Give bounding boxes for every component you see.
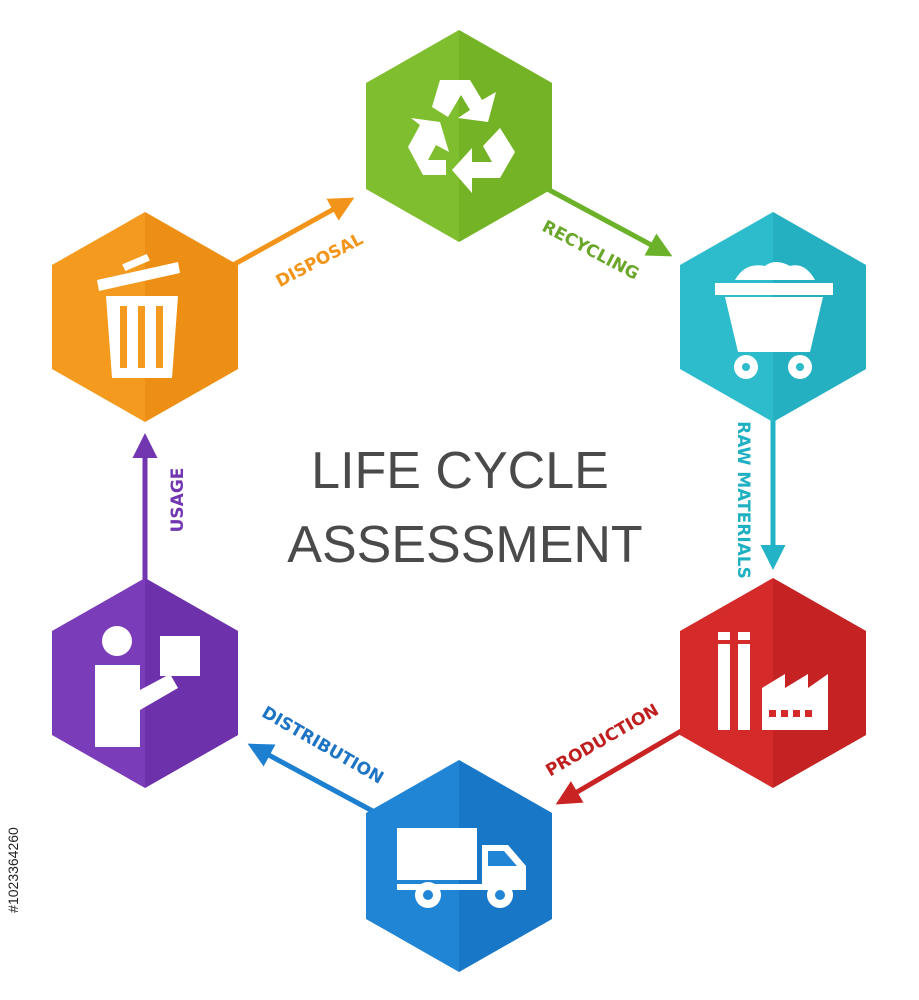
connector-production — [555, 717, 702, 805]
label-recycling: RECYCLING — [539, 217, 643, 285]
stage-raw-materials — [680, 212, 866, 422]
factory-icon — [716, 632, 828, 730]
connector-recycling — [522, 163, 673, 257]
label-distribution: DISTRIBUTION — [258, 703, 387, 789]
truck-icon — [397, 828, 526, 908]
title-line-1: LIFE CYCLE — [311, 442, 609, 500]
connector-disposal — [213, 197, 355, 278]
recycle-icon — [408, 80, 515, 193]
stage-usage — [52, 578, 238, 788]
label-production: PRODUCTION — [543, 700, 663, 781]
trash-can-icon — [97, 254, 180, 378]
label-raw-materials: RAW MATERIALS — [733, 421, 753, 579]
connector-distribution — [247, 743, 382, 818]
title-line-2: ASSESSMENT — [287, 516, 642, 574]
stage-distribution — [366, 760, 552, 972]
label-usage: USAGE — [168, 468, 188, 533]
user-with-box-icon — [95, 626, 200, 747]
mine-cart-icon — [715, 262, 833, 379]
stage-disposal — [52, 212, 238, 422]
stock-image-id: #1023364260 — [5, 827, 21, 913]
label-disposal: DISPOSAL — [273, 229, 367, 292]
stage-recycling — [366, 30, 552, 242]
stage-production — [680, 578, 866, 788]
